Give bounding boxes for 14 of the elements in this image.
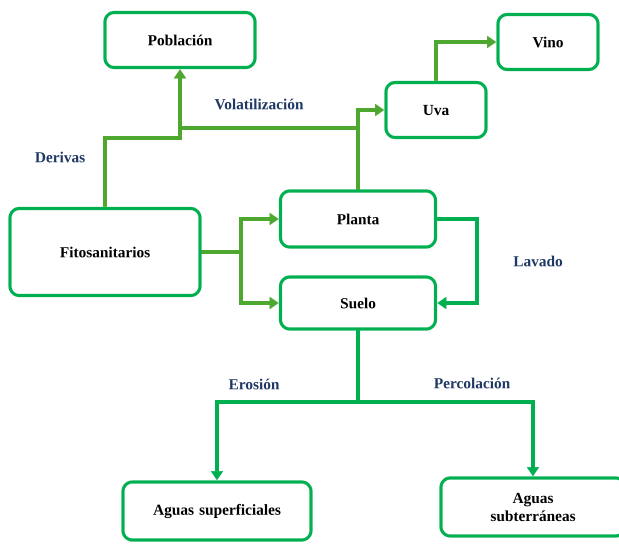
process-box: Población <box>103 10 257 70</box>
edge-label: Erosión <box>227 377 281 391</box>
edge-label: Volatilización <box>213 97 305 111</box>
process-box: Suelo <box>278 275 438 331</box>
arrow <box>437 217 479 310</box>
process-box: Vino <box>496 12 600 72</box>
edge-label: Lavado <box>512 254 564 268</box>
process-box: Aguas superficiales <box>121 480 313 542</box>
process-box: Planta <box>278 189 438 249</box>
process-box: Aguas subterráneas <box>439 476 619 538</box>
process-box: Fitosanitarios <box>8 206 202 298</box>
edge-label: Derivas <box>34 150 86 164</box>
edge-label: Percolación <box>432 376 512 390</box>
process-box: Uva <box>384 80 488 140</box>
